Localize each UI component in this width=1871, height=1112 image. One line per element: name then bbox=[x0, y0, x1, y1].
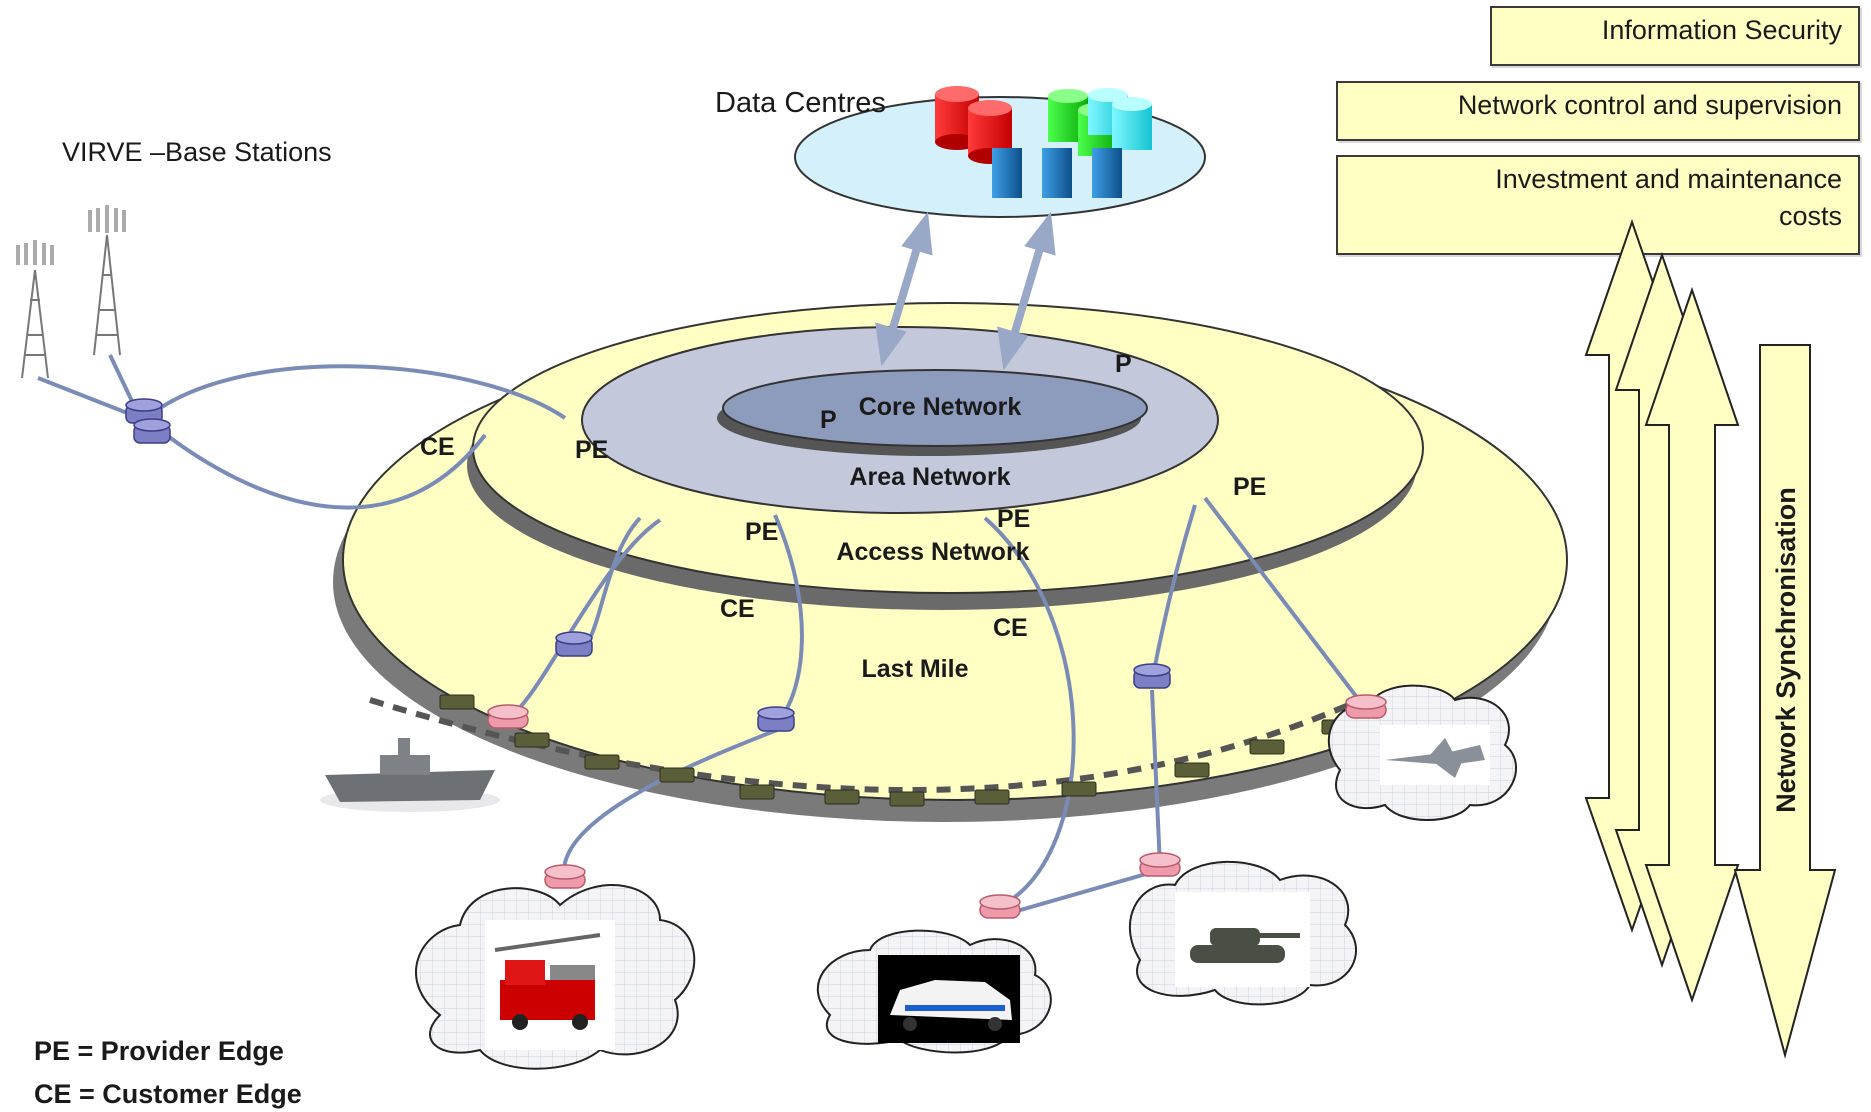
pe-label: PE bbox=[997, 505, 1030, 533]
core-network-ring bbox=[717, 369, 1148, 456]
investment-label-line1: Investment and maintenance bbox=[1495, 164, 1842, 194]
legend-ce: CE = Customer Edge bbox=[34, 1079, 302, 1109]
router-icon bbox=[487, 694, 1387, 919]
server-icon bbox=[992, 148, 1122, 198]
network-synchronisation-label: Network Synchronisation bbox=[1771, 487, 1801, 813]
investment-costs-box: Investment and maintenance costs bbox=[1336, 155, 1860, 255]
navy-ship-icon bbox=[320, 738, 500, 812]
data-centres-label: Data Centres bbox=[715, 87, 886, 119]
network-control-box: Network control and supervision bbox=[1336, 81, 1860, 141]
network-synchronisation-arrow: Network Synchronisation bbox=[1733, 344, 1837, 1059]
core-network-label: Core Network bbox=[859, 393, 1022, 421]
storage-red-icon bbox=[935, 86, 1012, 164]
investment-label-line2: costs bbox=[1778, 201, 1842, 231]
legend-pe: PE = Provider Edge bbox=[34, 1036, 284, 1066]
information-security-label: Information Security bbox=[1601, 15, 1842, 45]
cloud-fire-truck bbox=[415, 884, 696, 1070]
cloud-police-car bbox=[816, 929, 1052, 1054]
cloud-tank bbox=[1129, 860, 1357, 1006]
ce-label: CE bbox=[993, 614, 1028, 642]
tank-icon bbox=[1190, 928, 1300, 963]
switch-icon bbox=[125, 398, 1171, 732]
investment-arrows bbox=[1584, 218, 1740, 1004]
pe-label: PE bbox=[575, 436, 608, 464]
cloud-jet bbox=[1327, 684, 1517, 821]
network-control-label: Network control and supervision bbox=[1457, 90, 1842, 120]
ce-label: CE bbox=[420, 433, 455, 461]
datacentre-link-arrows bbox=[875, 211, 1056, 371]
data-centre bbox=[794, 86, 1206, 218]
p-label: P bbox=[820, 406, 837, 434]
cell-tower-icon bbox=[16, 205, 126, 379]
information-security-box: Information Security bbox=[1490, 6, 1860, 66]
police-car-icon bbox=[890, 980, 1012, 1031]
last-mile-label: Last Mile bbox=[862, 655, 969, 683]
access-network-label: Access Network bbox=[836, 538, 1029, 566]
network-links bbox=[37, 354, 1367, 917]
fire-truck-icon bbox=[494, 933, 601, 1030]
ce-label: CE bbox=[720, 595, 755, 623]
pe-label: PE bbox=[1233, 473, 1266, 501]
fighter-jet-icon bbox=[1385, 738, 1485, 778]
area-network-label: Area Network bbox=[849, 463, 1010, 491]
p-label: P bbox=[1115, 350, 1132, 378]
base-stations-label: VIRVE –Base Stations bbox=[62, 137, 332, 167]
pe-label: PE bbox=[745, 518, 778, 546]
